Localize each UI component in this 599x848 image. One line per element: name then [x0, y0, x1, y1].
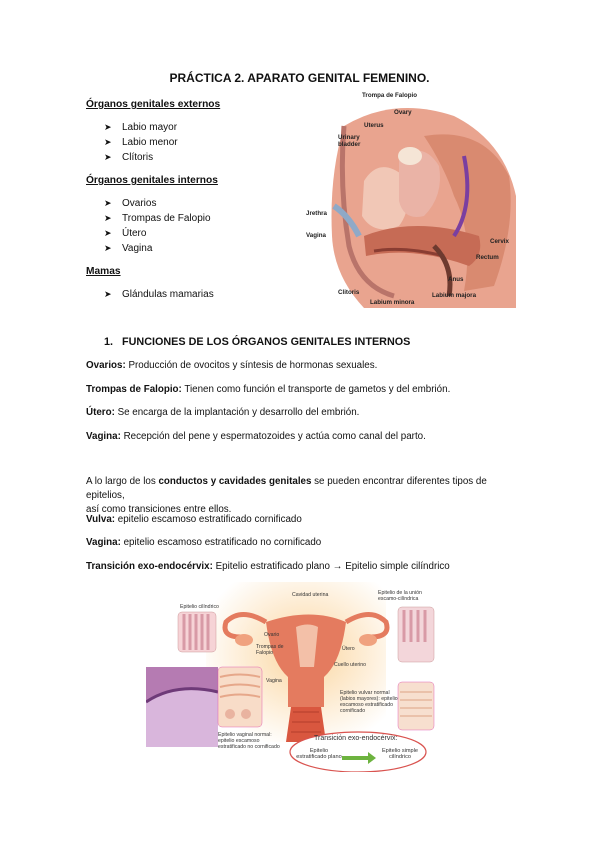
label-vagina-fig2: Vagina [266, 678, 282, 684]
label-transicion: Transición exo-endocérvix: [314, 735, 398, 742]
arrow-bullet-icon: ➤ [104, 152, 112, 162]
arrow-bullet-icon: ➤ [104, 198, 112, 208]
section-number: 1. [104, 336, 114, 348]
arrow-bullet-icon: ➤ [104, 228, 112, 238]
arrow-bullet-icon: ➤ [104, 289, 112, 299]
epitelio-vagina: Vagina: epitelio escamoso estratificado … [86, 537, 322, 548]
epitelio-vulva: Vulva: epitelio escamoso estratificado c… [86, 514, 302, 525]
label-ovary: Ovary [394, 109, 412, 116]
funcion-vagina: Vagina: Recepción del pene y espermatozo… [86, 431, 426, 442]
arrow-bullet-icon: ➤ [104, 243, 112, 253]
section-heading: FUNCIONES DE LOS ÓRGANOS GENITALES INTER… [122, 336, 411, 348]
epithelium-illustration [146, 582, 438, 772]
label-vaginal: Epitelio vaginal normal: epitelio escamo… [218, 732, 280, 750]
list-item: ➤Útero [104, 228, 147, 239]
label-trompas: Trompas de Falopio [256, 644, 284, 656]
label-bladder: Urinary bladder [338, 134, 361, 148]
list-item: ➤Glándulas mamarias [104, 289, 214, 300]
label-rectum: Rectum [476, 254, 499, 261]
arrow-bullet-icon: ➤ [104, 213, 112, 223]
label-minora: Labium minora [370, 299, 415, 306]
label-utero: Útero [342, 646, 355, 652]
label-vagina: Vagina [306, 232, 326, 239]
label-clitoris: Clitoris [338, 289, 360, 296]
label-vulvar: Epitelio vulvar normal (labios mayores):… [340, 690, 398, 714]
page-title: PRÁCTICA 2. APARATO GENITAL FEMENINO. [169, 71, 430, 85]
anatomy-figure: Trompa de Falopio Ovary Uterus Urinary b… [304, 86, 516, 308]
externos-heading: Órganos genitales externos [86, 99, 221, 110]
label-simple: Epitelio simple cilíndrico [381, 748, 419, 760]
label-uterus: Uterus [364, 122, 384, 129]
epithelium-figure: Epitelio cilíndrico Cavidad uterina Epit… [146, 582, 438, 772]
arrow-bullet-icon: ➤ [104, 137, 112, 147]
list-item: ➤Ovarios [104, 198, 157, 209]
list-item: ➤Clítoris [104, 152, 154, 163]
list-item: ➤Labio menor [104, 137, 178, 148]
epitelios-intro: A lo largo de los conductos y cavidades … [86, 476, 487, 515]
funcion-trompas: Trompas de Falopio: Tienen como función … [86, 384, 451, 395]
pelvis-illustration [304, 86, 516, 308]
label-ovario: Ovario [264, 632, 280, 638]
arrow-bullet-icon: ➤ [104, 122, 112, 132]
label-majora: Labium majora [432, 292, 477, 299]
label-cuello: Cuello uterino [334, 662, 367, 668]
label-union: Epitelio de la unión escamo-cilíndrica [378, 590, 422, 602]
label-urethra: Jrethra [306, 210, 327, 217]
label-anus: Anus [448, 276, 464, 283]
funcion-utero: Útero: Se encarga de la implantación y d… [86, 407, 360, 418]
label-cavidad: Cavidad uterina [292, 592, 329, 598]
label-estratificado: Epitelio estratificado plano [296, 748, 342, 760]
label-trompa: Trompa de Falopio [362, 92, 418, 99]
internos-heading: Órganos genitales internos [86, 175, 218, 186]
list-item: ➤Trompas de Falopio [104, 213, 211, 224]
list-item: ➤Vagina [104, 243, 153, 254]
epitelio-transicion: Transición exo-endocérvix: Epitelio estr… [86, 561, 450, 572]
funcion-ovarios: Ovarios: Producción de ovocitos y síntes… [86, 360, 378, 371]
label-cilindrico: Epitelio cilíndrico [180, 604, 219, 610]
mamas-heading: Mamas [86, 266, 121, 277]
list-item: ➤Labio mayor [104, 122, 178, 133]
label-cervix: Cervix [490, 238, 509, 245]
